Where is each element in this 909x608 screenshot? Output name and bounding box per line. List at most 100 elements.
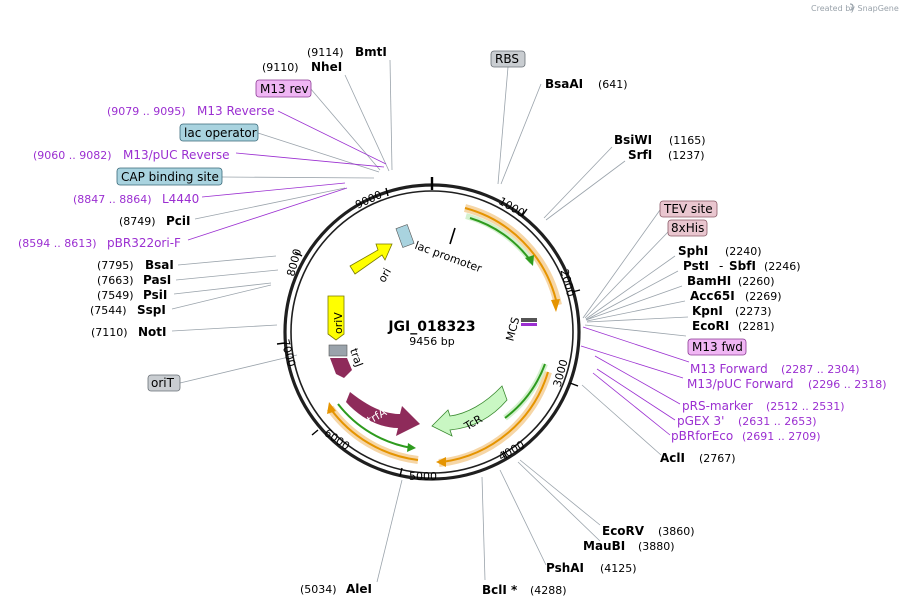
promoter-marker [449,227,456,245]
primer-pbrforeco[interactable]: pBRforEco [671,429,733,443]
tick-label-5000: 5000 [409,470,437,483]
ori-label: ori [376,266,394,285]
primer-pbr322ori-f[interactable]: pBR322ori-F [107,236,181,250]
enzyme-pos-PsiI: (7549) [97,289,134,302]
enzyme-EcoRV[interactable]: EcoRV [602,524,645,538]
enzyme-BmtI[interactable]: BmtI [355,45,387,59]
lac-promoter-arc [469,217,531,261]
traJ-arrow-icon [330,358,352,378]
primer-m13-forward[interactable]: M13 Forward [690,362,768,376]
tick-label-2000: 2000 [558,268,578,298]
traJ-gray-box [328,344,348,357]
credit-text: Created by SnapGene [811,4,899,13]
enzyme-pos-BsaI: (7795) [97,259,134,272]
mcs-label: MCS [503,316,522,343]
box-m13-rev[interactable]: M13 rev [255,79,312,98]
enzyme-NotI[interactable]: NotI [138,325,167,339]
enzyme-PshAI[interactable]: PshAI [546,561,584,575]
enzyme-pos-BmtI: (9114) [307,46,344,59]
box-tev-site[interactable]: TEV site [659,200,718,218]
primer-pos-m13-puc-reverse: (9060 .. 9082) [33,149,112,162]
trfa-arrow-green-icon [407,443,416,452]
plasmid-name: JGI_018323 [387,319,475,335]
cap-binding-site-label: CAP binding site [121,170,219,184]
enzyme-pos-BamHI: (2260) [738,275,775,288]
enzyme-SrfI[interactable]: SrfI [628,148,652,162]
primer-pos-m13-puc-forward: (2296 .. 2318) [808,378,887,391]
cds-arc-top [464,207,557,301]
box-m13-fwd[interactable]: M13 fwd [687,338,747,356]
enzyme-PstI[interactable]: PstI [683,259,709,273]
enzyme-pos-PciI: (8749) [119,215,156,228]
enzyme-KpnI[interactable]: KpnI [692,304,723,318]
primer-pgex-3[interactable]: pGEX 3' [677,414,724,428]
enzyme-pos-Acc65I: (2269) [745,290,782,303]
primer-m13-puc-reverse[interactable]: M13/pUC Reverse [123,148,230,162]
m13-fwd-label: M13 fwd [692,340,743,354]
enzyme-EcoRI[interactable]: EcoRI [692,319,729,333]
tcr-arc-orange [441,371,549,463]
box-lac-operator[interactable]: lac operator [179,123,259,142]
oriV-arrow-icon [327,295,345,341]
enzyme-NheI[interactable]: NheI [311,60,342,74]
his-tag-label: 8xHis [671,221,704,235]
enzyme-AclI[interactable]: AclI [660,451,685,465]
primer-m13-reverse[interactable]: M13 Reverse [197,104,275,118]
enzyme-SbfI[interactable]: SbfI [729,259,756,273]
enzyme-PasI[interactable]: PasI [143,273,171,287]
enzyme-PciI[interactable]: PciI [166,214,191,228]
enzyme-BclI[interactable]: BclI * [482,583,518,597]
enzyme-pos-SrfI: (1237) [668,149,705,162]
box-cap-binding-site[interactable]: CAP binding site [116,167,223,186]
mcs-primer-marker [521,323,537,326]
backbone-inner [290,190,574,474]
leader-lines [171,59,689,583]
enzyme-pos-PasI: (7663) [97,274,134,287]
enzyme-pos-EcoRI: (2281) [738,320,775,333]
enzyme-PsiI[interactable]: PsiI [143,288,167,302]
lac-operator-label: lac operator [184,126,257,140]
enzyme-BsiWI[interactable]: BsiWI [614,133,652,147]
enzyme-pos-PstI: (2246) [764,260,801,273]
mcs-marker [521,318,537,322]
primer-pos-pbrforeco: (2691 .. 2709) [742,430,821,443]
tick-label-7000: 7000 [278,338,298,368]
box-8xhis[interactable]: 8xHis [667,219,708,237]
plasmid-length: 9456 bp [409,335,454,348]
lac-promoter-label: lac promoter [413,239,484,275]
tick-label-9000: 9000 [353,188,384,212]
enzyme-pos-NheI: (9110) [262,61,299,74]
trfa-arrow-orange-icon [327,402,336,414]
enzyme-BsaI[interactable]: BsaI [145,258,174,272]
box-oriT[interactable]: oriT [147,374,181,392]
enzyme-Acc65I[interactable]: Acc65I [690,289,735,303]
cds-arrow-top-icon [551,299,560,312]
enzyme-pos-BsiWI: (1165) [669,134,706,147]
enzyme-pos-AleI: (5034) [300,583,337,596]
rbs-label: RBS [495,52,519,66]
primer-pos-prs-marker: (2512 .. 2531) [766,400,845,413]
tcr-green-arc [504,363,546,419]
enzyme-pos-SphI: (2240) [725,245,762,258]
primer-prs-marker[interactable]: pRS-marker [682,399,753,413]
enzyme-pos-MauBI: (3880) [638,540,675,553]
trfa-arc-green [337,403,413,449]
enzyme-pos-EcoRV: (3860) [658,525,695,538]
enzyme-SphI[interactable]: SphI [678,244,708,258]
primer-m13-puc-forward[interactable]: M13/pUC Forward [687,377,794,391]
primer-pos-pgex-3: (2631 .. 2653) [738,415,817,428]
enzyme-pos-SspI: (7544) [90,304,127,317]
tick-marks [276,187,581,477]
oriT-label: oriT [151,376,175,390]
primer-l4440[interactable]: L4440 [162,192,199,206]
traJ-label: traJ [347,347,366,369]
enzyme-AleI[interactable]: AleI [346,582,372,596]
box-rbs[interactable]: RBS [490,50,526,68]
enzyme-MauBI[interactable]: MauBI [583,539,625,553]
enzyme-BamHI[interactable]: BamHI [687,274,731,288]
oriV-label: oriV [332,312,345,334]
enzyme-BsaAI[interactable]: BsaAI [545,77,583,91]
primer-pos-l4440: (8847 .. 8864) [73,193,152,206]
enzyme-SspI[interactable]: SspI [137,303,166,317]
